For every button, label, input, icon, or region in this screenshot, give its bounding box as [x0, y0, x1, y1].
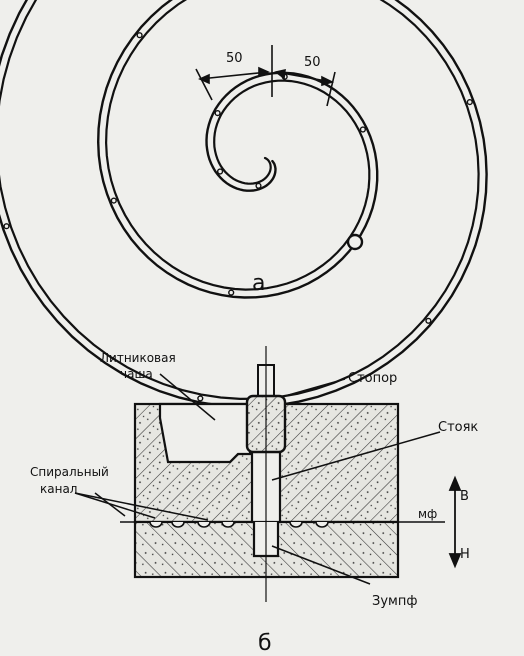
spiral-channel-inner-wall	[0, 0, 480, 401]
spiral-marker-dot	[217, 168, 224, 175]
label-top: В	[460, 489, 469, 504]
label-sump: Зумпф	[372, 594, 417, 609]
spiral-marker-dot	[110, 197, 117, 204]
spiral-marker-dot	[425, 317, 432, 324]
figure-b-caption: б	[258, 631, 272, 656]
label-bottom: Н	[460, 547, 470, 562]
label-pouring-basin-2: чаша	[120, 367, 153, 381]
leader-lines	[74, 373, 441, 585]
figure-a-caption: а	[252, 271, 265, 296]
spiral-marker-dot	[466, 98, 473, 106]
pouring-basin	[158, 402, 252, 464]
spiral-marker-dot	[214, 109, 221, 117]
spiral-channel-sections	[149, 521, 329, 528]
spiral-marker-dot	[3, 223, 10, 230]
spiral-marker-dot	[228, 289, 235, 296]
label-spiral-channel-2: канал	[40, 482, 77, 496]
spiral-dimension-lines	[195, 45, 336, 107]
spiral-channel-outer-wall	[0, 0, 488, 409]
label-parting-line: мф	[418, 507, 437, 521]
label-spiral-channel-1: Спиральный	[30, 465, 109, 479]
dimension-label-right: 50	[304, 55, 321, 70]
spiral-end-bulb	[346, 233, 364, 251]
label-stopper: Стопор	[348, 371, 397, 386]
spiral-marker-dot	[197, 395, 204, 402]
label-pouring-basin-1: Литниковая	[100, 351, 176, 365]
spiral-marker-dot	[255, 182, 262, 189]
spiral-marker-dot	[359, 126, 367, 133]
spiral-marker-dot	[136, 32, 143, 39]
mold-section-figure: Литниковая чаша Стопор Стояк Спиральный …	[30, 346, 478, 656]
label-sprue: Стояк	[438, 420, 478, 435]
direction-arrow	[448, 475, 462, 569]
dimension-label-left: 50	[226, 51, 243, 66]
spiral-marker-dots	[3, 32, 473, 402]
spiral-figure: 50 50 а	[0, 0, 488, 409]
